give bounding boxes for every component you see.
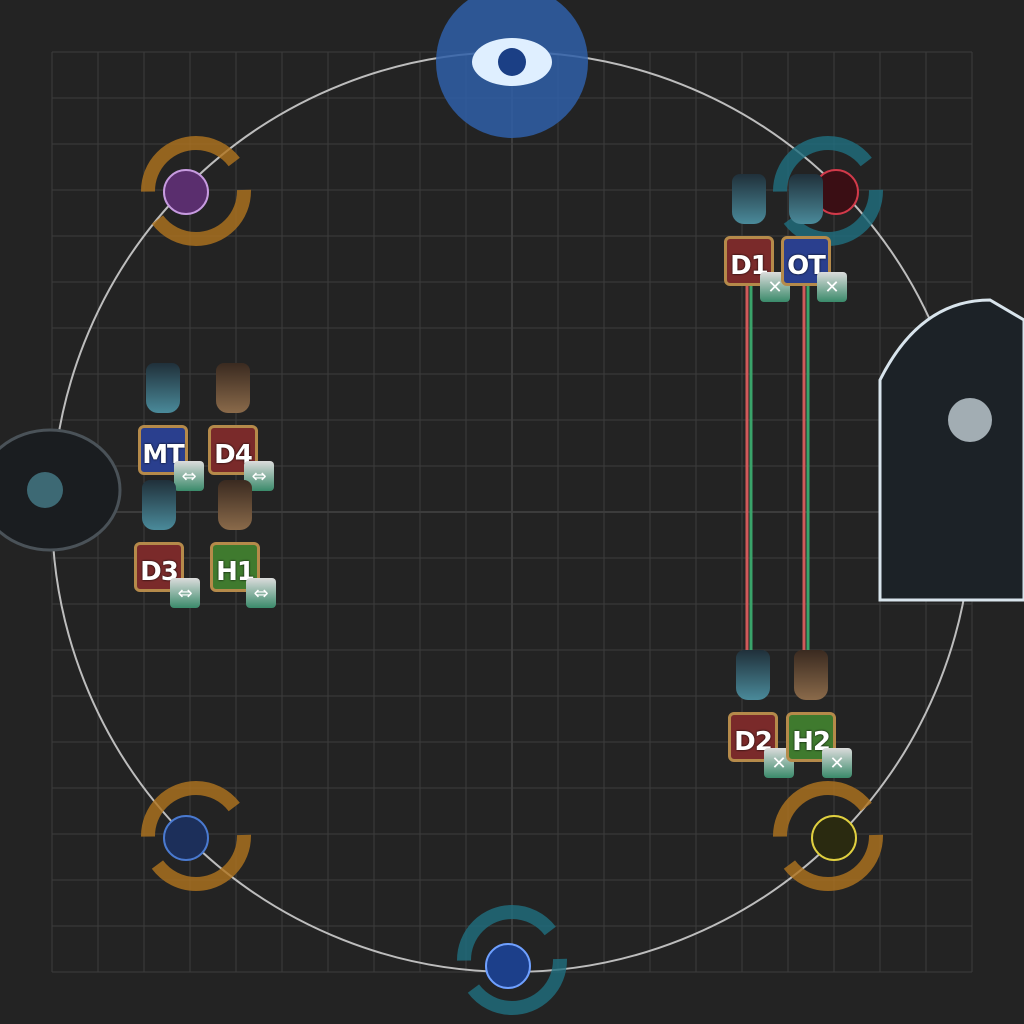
gauntlet-icon xyxy=(794,650,828,700)
gauntlet-icon xyxy=(142,480,176,530)
knockback-debuff-icon: ⇔ xyxy=(174,461,204,491)
blue-marker-icon xyxy=(163,815,209,861)
boss-eye xyxy=(27,472,63,508)
stack-debuff-icon: ✕ xyxy=(822,748,852,778)
gauntlet-icon xyxy=(218,480,252,530)
rotate-ccw-icon xyxy=(141,136,251,246)
boss-head xyxy=(948,398,992,442)
gauntlet-icon xyxy=(732,174,766,224)
gauntlet-icon xyxy=(789,174,823,224)
knockback-debuff-icon: ⇔ xyxy=(246,578,276,608)
stack-debuff-icon: ✕ xyxy=(760,272,790,302)
player-d3[interactable]: D3 xyxy=(134,542,184,592)
tether-right xyxy=(802,285,810,675)
stack-debuff-icon: ✕ xyxy=(764,748,794,778)
rotate-ccw-icon xyxy=(773,781,883,891)
rotate-ccw-icon xyxy=(141,781,251,891)
gauntlet-icon xyxy=(146,363,180,413)
blue-eye-marker-icon xyxy=(485,943,531,989)
gauntlet-icon xyxy=(736,650,770,700)
knockback-debuff-icon: ⇔ xyxy=(170,578,200,608)
tether-left xyxy=(745,285,753,675)
rotate-cw-icon xyxy=(457,905,567,1015)
yellow-marker-icon xyxy=(811,815,857,861)
winged-white-boss-icon xyxy=(878,298,1024,602)
eye-orb-pupil xyxy=(498,48,526,76)
stack-debuff-icon: ✕ xyxy=(817,272,847,302)
gauntlet-icon xyxy=(216,363,250,413)
purple-marker-icon xyxy=(163,169,209,215)
